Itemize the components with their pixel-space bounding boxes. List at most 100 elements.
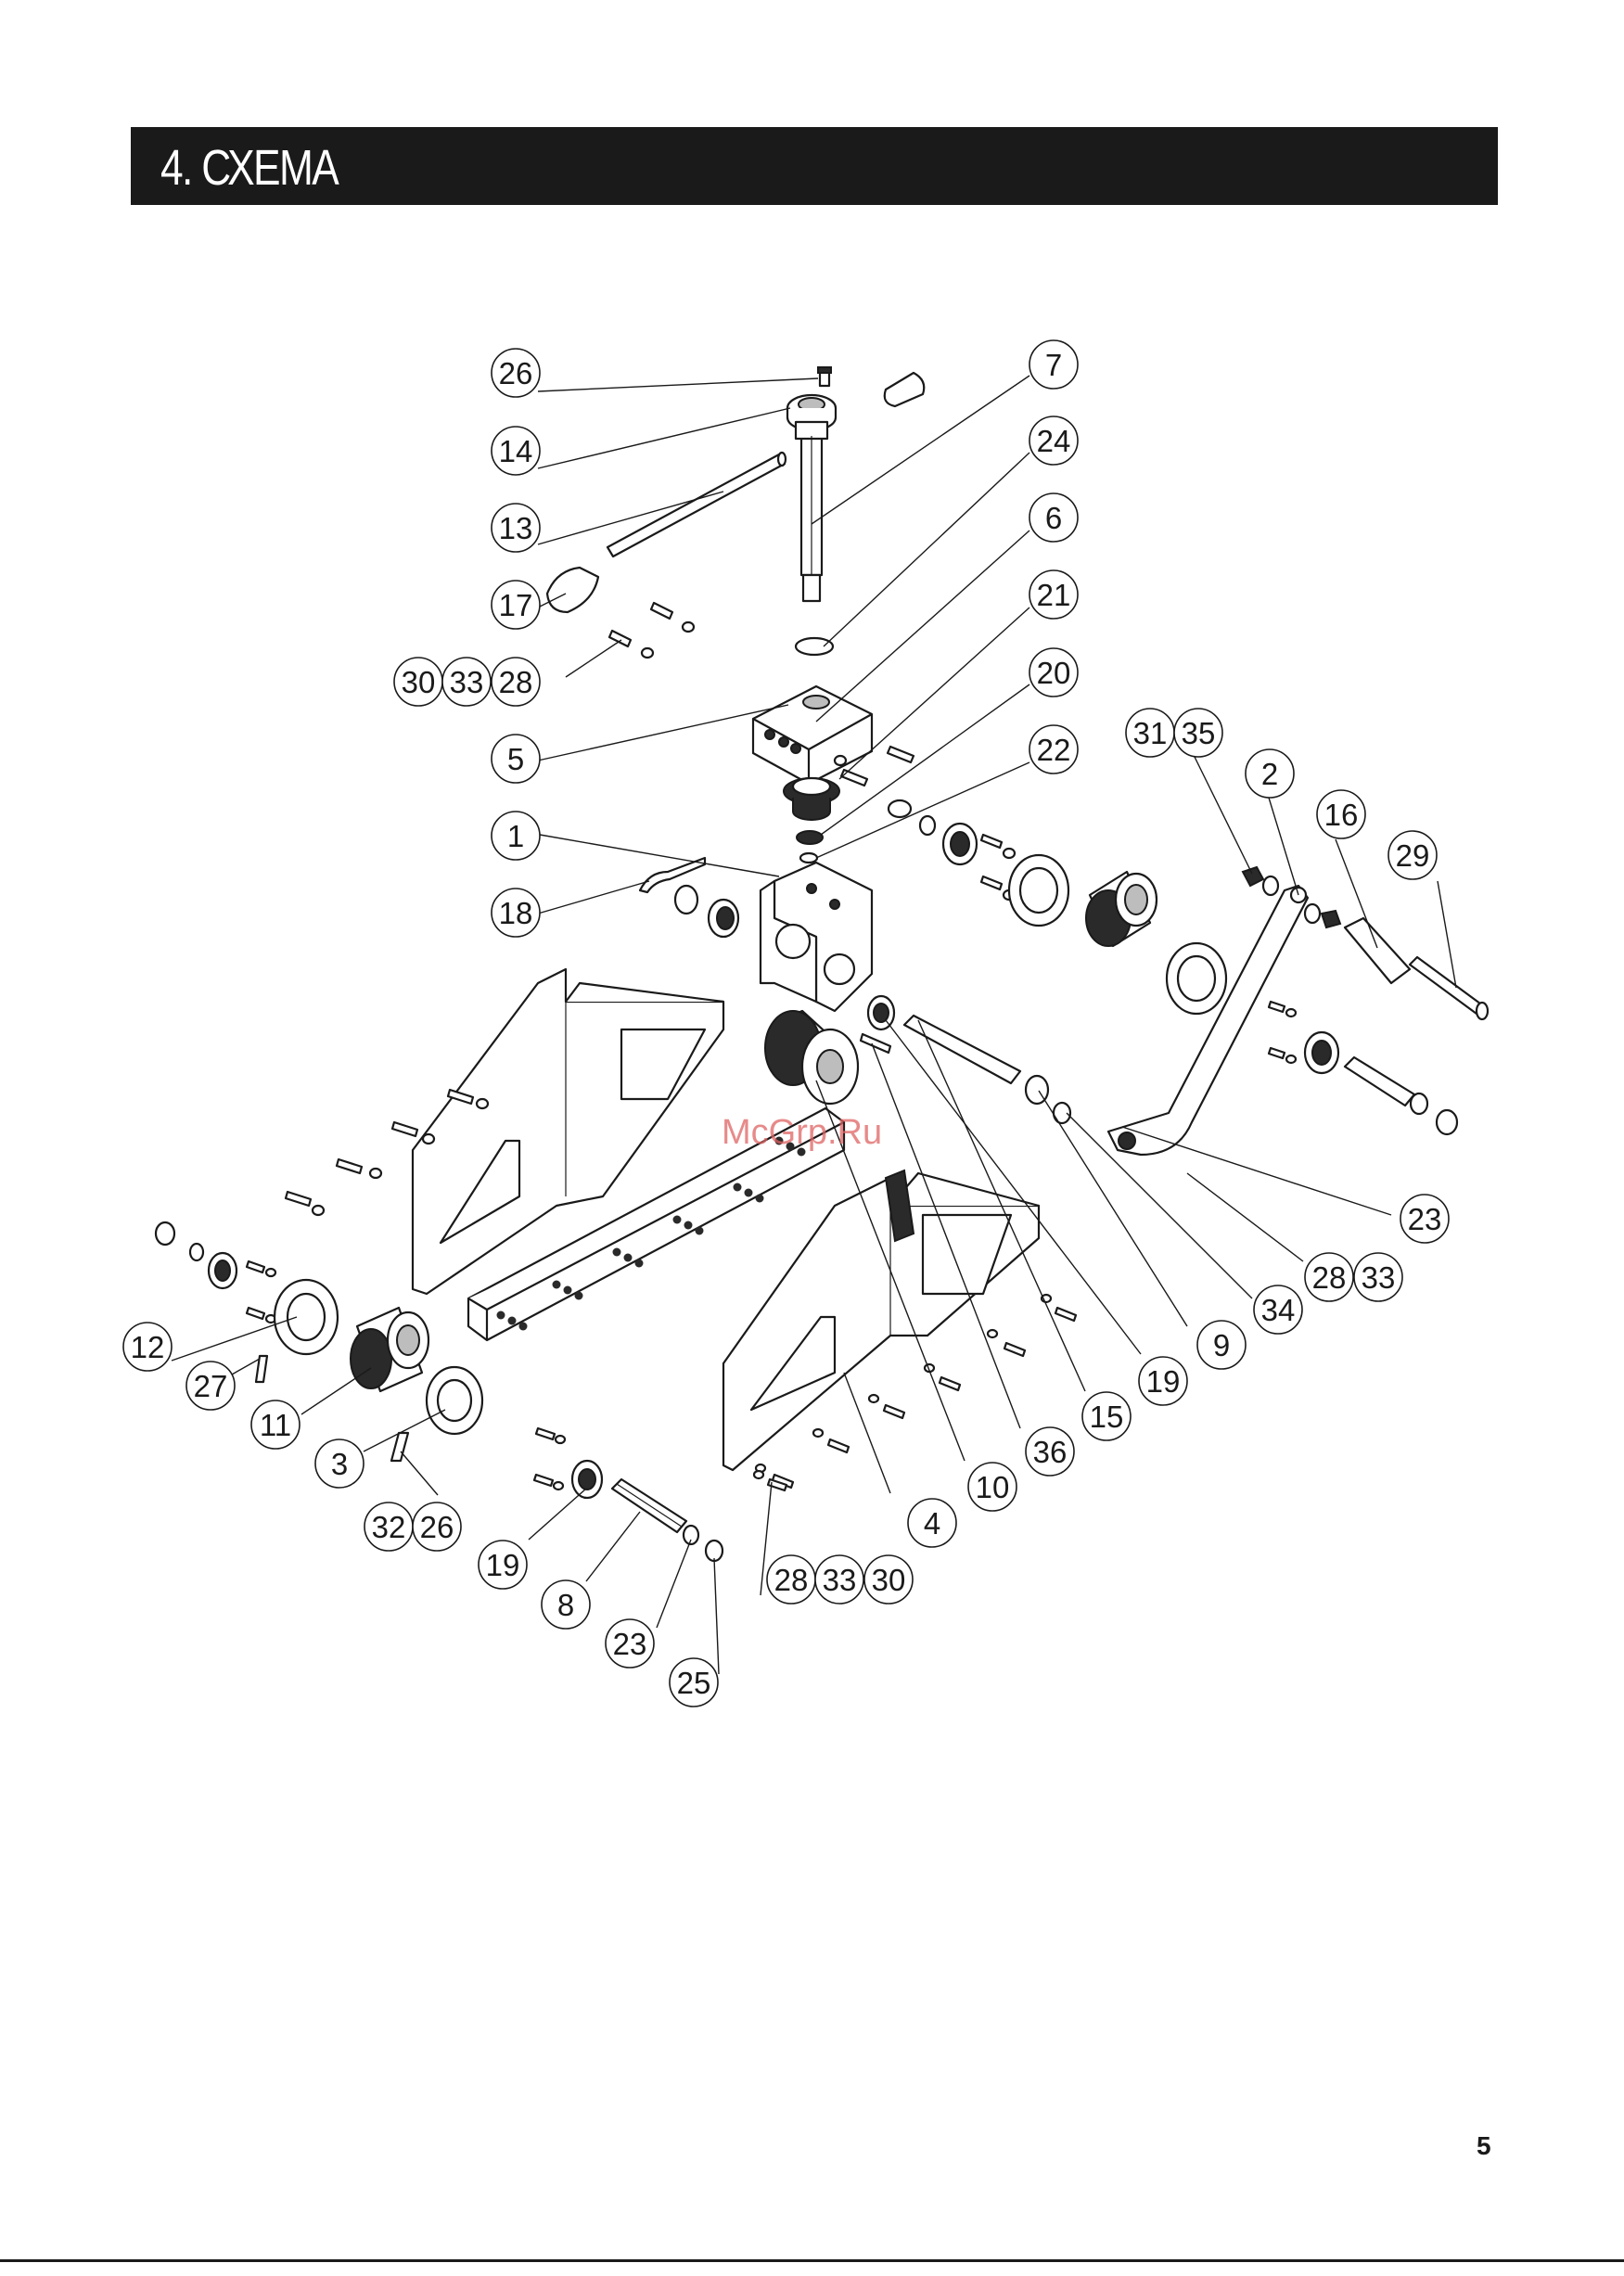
svg-text:19: 19 (486, 1548, 520, 1582)
part-left-housing-3 (427, 1367, 482, 1434)
callout: 33 (442, 658, 491, 706)
bottom-divider (0, 2259, 1624, 2262)
svg-text:22: 22 (1037, 733, 1071, 767)
part-small-ring (800, 853, 817, 863)
callout: 28 (492, 658, 540, 706)
part-handle-pin (1410, 957, 1488, 1019)
svg-text:32: 32 (372, 1510, 406, 1544)
svg-text:2: 2 (1261, 757, 1278, 791)
callout: 9 (1197, 1321, 1246, 1369)
part-handle-knob-top (885, 373, 925, 406)
svg-text:1: 1 (507, 819, 524, 853)
svg-text:15: 15 (1090, 1400, 1124, 1434)
part-screws-upper (609, 603, 694, 658)
callout: 33 (1354, 1253, 1402, 1301)
part-left-bearing (209, 1253, 237, 1288)
callout: 23 (606, 1619, 654, 1668)
part-large-roller (765, 1011, 858, 1104)
svg-text:36: 36 (1033, 1435, 1068, 1469)
svg-text:30: 30 (402, 665, 436, 699)
callout: 34 (1254, 1285, 1302, 1334)
svg-text:26: 26 (420, 1510, 454, 1544)
svg-text:20: 20 (1037, 656, 1071, 690)
svg-text:8: 8 (557, 1588, 574, 1622)
callout: 30 (394, 658, 442, 706)
svg-text:28: 28 (1312, 1260, 1347, 1295)
callout: 5 (492, 735, 540, 783)
part-left-eye-bolt (156, 1222, 203, 1260)
svg-text:19: 19 (1146, 1364, 1181, 1399)
callout: 36 (1026, 1427, 1074, 1476)
part-right-housing-2 (1167, 943, 1226, 1014)
part-cotter-pin (640, 858, 705, 892)
svg-text:28: 28 (774, 1563, 809, 1597)
page-number: 5 (1477, 2131, 1491, 2161)
callout: 19 (1139, 1357, 1187, 1405)
svg-text:24: 24 (1037, 424, 1071, 458)
part-vertical-shaft (796, 422, 827, 601)
callout: 21 (1029, 570, 1078, 619)
part-left-roller (351, 1308, 428, 1391)
part-main-shaft (904, 1016, 1070, 1123)
svg-text:17: 17 (499, 588, 533, 622)
callout: 11 (251, 1400, 300, 1449)
part-nut-small (797, 831, 823, 844)
part-bearing-center-right (868, 996, 894, 1029)
svg-text:31: 31 (1133, 716, 1168, 750)
callout: 27 (186, 1362, 235, 1410)
svg-text:27: 27 (194, 1369, 228, 1403)
callout: 23 (1400, 1195, 1449, 1243)
svg-text:25: 25 (677, 1666, 711, 1700)
callout: 28 (1305, 1253, 1353, 1301)
part-right-eye-bolt (889, 800, 935, 835)
svg-text:33: 33 (823, 1563, 857, 1597)
callout: 33 (815, 1555, 863, 1604)
callout: 20 (1029, 648, 1078, 697)
part-right-bearing-1 (943, 824, 977, 864)
svg-text:23: 23 (1408, 1202, 1442, 1236)
parts-drawing (156, 367, 1488, 1561)
svg-text:7: 7 (1045, 348, 1062, 382)
part-handle-washers (1305, 904, 1340, 927)
callout: 35 (1174, 709, 1222, 757)
svg-text:35: 35 (1182, 716, 1216, 750)
callout: 25 (670, 1658, 718, 1707)
callout: 28 (767, 1555, 815, 1604)
callout: 2 (1246, 749, 1294, 798)
part-gear (784, 778, 839, 820)
part-small-pin (861, 1034, 890, 1053)
callout: 1 (492, 812, 540, 860)
callout: 32 (364, 1502, 413, 1551)
callout: 15 (1082, 1392, 1131, 1440)
part-lower-eye-bolt (706, 1541, 722, 1561)
callout: 26 (492, 349, 540, 397)
svg-text:30: 30 (872, 1563, 906, 1597)
callout: 30 (864, 1555, 913, 1604)
svg-text:23: 23 (613, 1627, 647, 1661)
svg-text:14: 14 (499, 434, 533, 468)
callout: 14 (492, 427, 540, 475)
svg-text:4: 4 (924, 1506, 940, 1541)
svg-text:21: 21 (1037, 578, 1071, 612)
svg-text:29: 29 (1396, 838, 1430, 873)
svg-text:33: 33 (1362, 1260, 1396, 1295)
part-lever-nut (1243, 867, 1278, 895)
svg-text:6: 6 (1045, 501, 1062, 535)
svg-text:16: 16 (1324, 798, 1359, 832)
svg-text:28: 28 (499, 665, 533, 699)
part-lower-bearing (572, 1461, 602, 1498)
part-retaining-ring (796, 638, 833, 655)
part-bracket-washers (675, 886, 738, 937)
watermark: McGrp.Ru (722, 1113, 882, 1153)
svg-text:13: 13 (499, 511, 533, 545)
callout: 17 (492, 581, 540, 629)
callout: 19 (479, 1541, 527, 1589)
part-upper-block (753, 686, 872, 784)
callout: 18 (492, 889, 540, 937)
part-right-frame-plate (723, 1170, 1039, 1470)
part-right-housing-1 (1009, 855, 1068, 926)
callout: 10 (968, 1463, 1017, 1511)
svg-text:18: 18 (499, 896, 533, 930)
svg-text:26: 26 (499, 356, 533, 390)
callout: 13 (492, 504, 540, 552)
